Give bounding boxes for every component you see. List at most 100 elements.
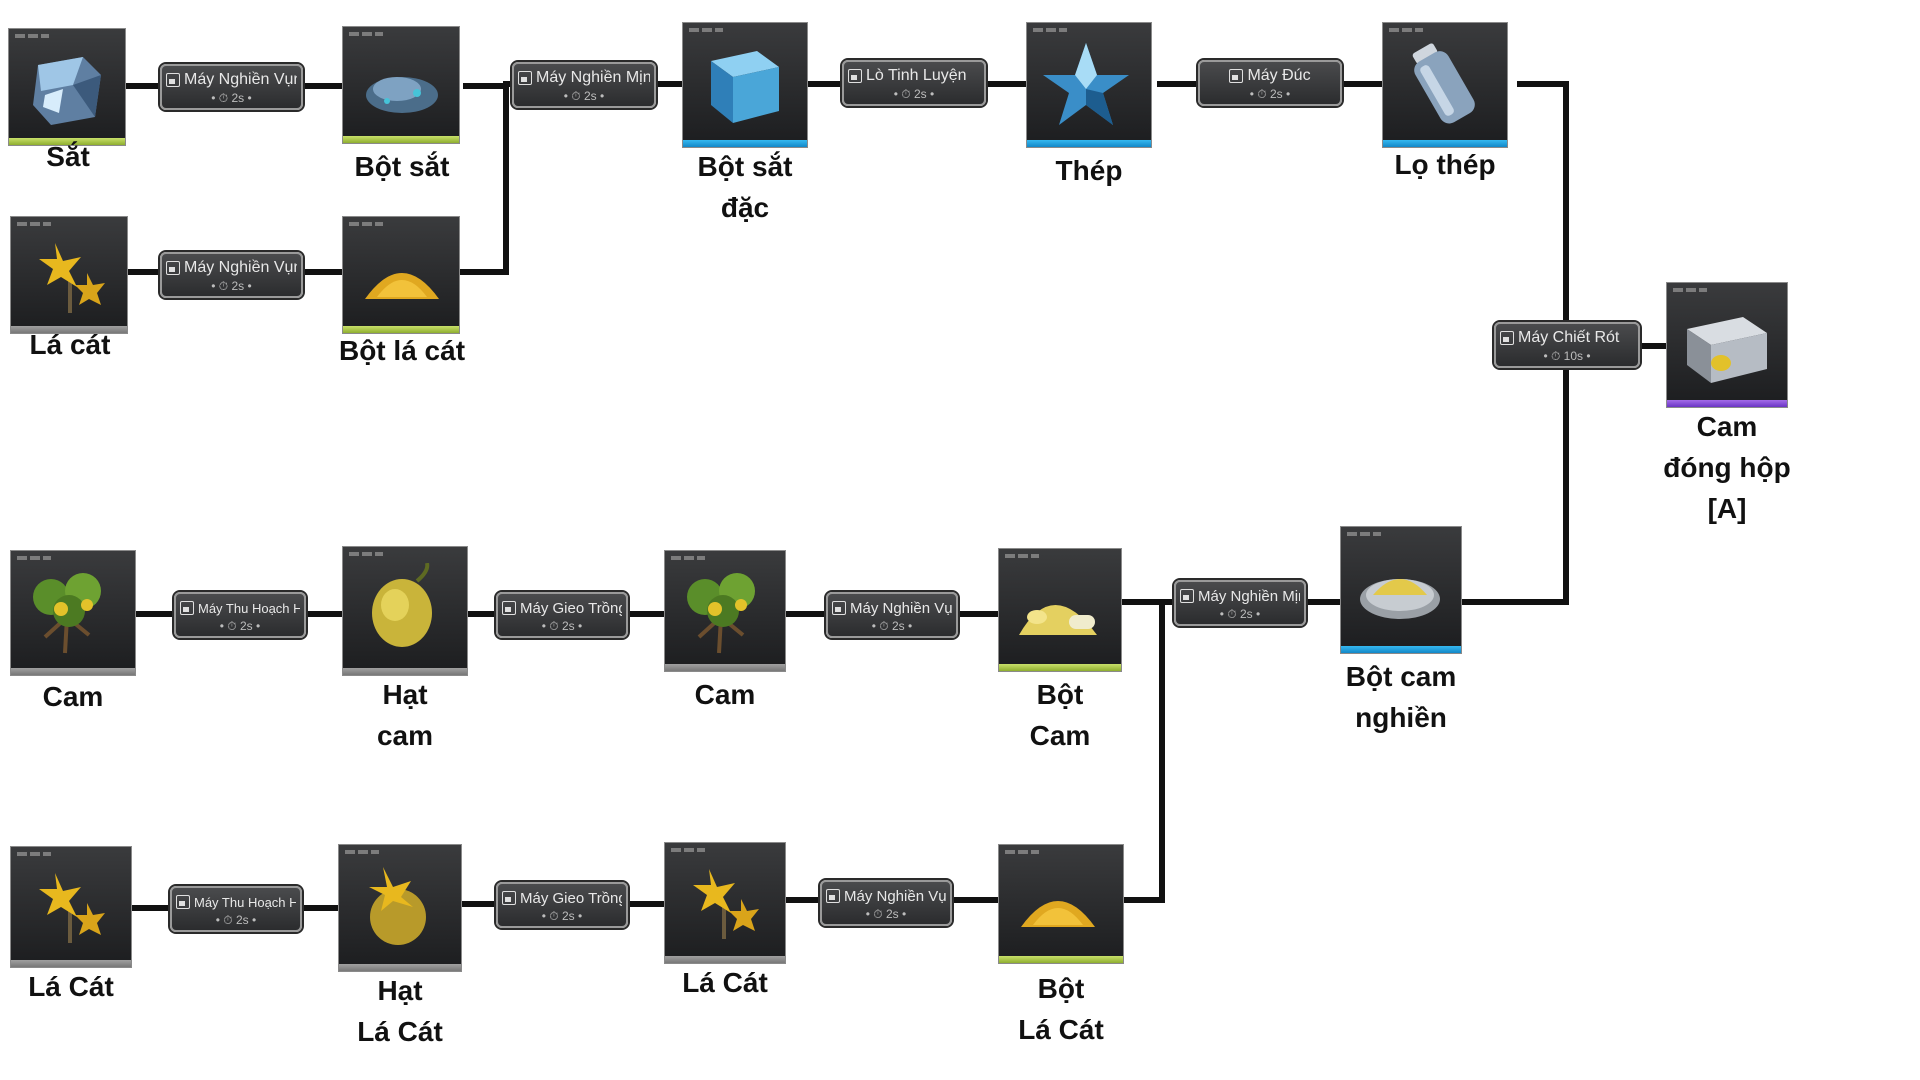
item-label: Sắt xyxy=(46,141,90,172)
item-label: Cam xyxy=(694,679,756,710)
machine-time: • ⏱ 2s • xyxy=(541,909,583,923)
item-label: Bột cam nghiền xyxy=(1345,661,1457,733)
item-tile xyxy=(998,844,1124,964)
machine-name: Lò Tinh Luyện xyxy=(866,67,967,84)
item-la-cat-bottom-2[interactable]: Lá Cát xyxy=(664,842,786,998)
furnace-icon xyxy=(848,69,862,83)
item-tile xyxy=(1340,526,1462,654)
item-cam[interactable]: Cam xyxy=(10,550,136,712)
item-label: Bột sắt xyxy=(354,151,450,182)
item-label: Hạt cam xyxy=(376,679,434,751)
orange-plant-icon xyxy=(687,573,755,654)
machine-crusher[interactable]: Máy Nghiền Vụn • ⏱ 2s • xyxy=(820,880,952,926)
item-sat[interactable]: Sắt xyxy=(8,28,128,172)
machine-name: Máy Nghiền Mịn xyxy=(1198,587,1300,605)
item-tile xyxy=(342,26,460,144)
planter-icon xyxy=(502,601,516,615)
harvester-icon xyxy=(176,895,190,909)
item-bot-sat-dac[interactable]: Bột sắt đặc xyxy=(682,22,808,223)
machine-time: • ⏱ 2s • xyxy=(215,913,257,927)
grinder-icon xyxy=(518,71,532,85)
steel-crystal-icon xyxy=(1043,43,1129,125)
item-label: Cam xyxy=(42,681,104,712)
canned-orange-icon xyxy=(1687,317,1767,383)
item-hat-cam[interactable]: Hạt cam xyxy=(342,546,468,751)
machine-name: Máy Thu Hoạch Hạt xyxy=(194,894,296,910)
item-label: Bột Lá Cát xyxy=(1018,973,1104,1045)
machine-name: Máy Chiết Rót xyxy=(1518,329,1620,346)
item-label: Lá Cát xyxy=(682,967,768,998)
item-label: Lá Cát xyxy=(28,971,114,1002)
machine-time: • ⏱ 2s • xyxy=(211,91,252,105)
machine-time: • ⏱ 2s • xyxy=(1219,607,1261,621)
item-tile xyxy=(10,846,132,968)
item-tile xyxy=(338,844,462,972)
machine-time: • ⏱ 2s • xyxy=(893,87,935,101)
item-tile xyxy=(342,546,468,676)
machine-grinder[interactable]: Máy Nghiền Mịn • ⏱ 2s • xyxy=(512,62,656,108)
item-label: Hạt Lá Cát xyxy=(357,975,443,1047)
crusher-icon xyxy=(832,601,846,615)
item-label: Thép xyxy=(1055,155,1123,186)
machine-name: Máy Thu Hoạch Hạt xyxy=(198,600,300,616)
machine-name: Máy Gieo Trồng xyxy=(520,599,622,617)
item-label: Cam đóng hộp [A] xyxy=(1663,411,1791,524)
item-la-cat[interactable]: Lá cát xyxy=(10,216,130,360)
machine-seed-harvester[interactable]: Máy Thu Hoạch Hạt • ⏱ 2s • xyxy=(170,886,302,932)
connector xyxy=(1517,81,1569,603)
machine-time: • ⏱ 10s • xyxy=(1543,349,1591,363)
item-tile xyxy=(342,216,460,334)
filler-icon xyxy=(1500,331,1514,345)
item-bot-cam-nghien[interactable]: Bột cam nghiền xyxy=(1340,526,1462,733)
item-label: Bột sắt đặc xyxy=(697,151,793,223)
item-tile xyxy=(10,216,128,334)
item-tile xyxy=(998,548,1122,672)
orange-powder-icon xyxy=(1019,605,1097,635)
item-lo-thep[interactable]: Lọ thép xyxy=(1382,22,1508,180)
machine-furnace[interactable]: Lò Tinh Luyện • ⏱ 2s • xyxy=(842,60,986,106)
item-bot-sat[interactable]: Bột sắt xyxy=(342,26,462,182)
item-bot-cam[interactable]: Bột Cam xyxy=(998,548,1122,751)
machine-mold[interactable]: Máy Đúc • ⏱ 2s • xyxy=(1198,60,1342,106)
harvester-icon xyxy=(180,601,194,615)
orange-seed-icon xyxy=(372,563,432,647)
item-cam-2[interactable]: Cam xyxy=(664,550,786,710)
mold-icon xyxy=(1229,69,1244,83)
item-bot-la-cat-bottom[interactable]: Bột Lá Cát xyxy=(998,844,1124,1045)
item-tile xyxy=(10,550,136,676)
item-tile xyxy=(1666,282,1788,408)
machine-crusher[interactable]: Máy Nghiền Vụn • ⏱ 2s • xyxy=(160,64,303,110)
item-hat-la-cat[interactable]: Hạt Lá Cát xyxy=(338,844,462,1047)
machine-name: Máy Nghiền Vụn xyxy=(184,71,297,88)
machine-planter[interactable]: Máy Gieo Trồng • ⏱ 2s • xyxy=(496,592,628,638)
sandleaf-plant-icon xyxy=(39,243,105,313)
item-bot-la-cat[interactable]: Bột lá cát xyxy=(339,216,465,366)
machine-filler[interactable]: Máy Chiết Rót • ⏱ 10s • xyxy=(1494,322,1640,368)
item-label: Bột lá cát xyxy=(338,335,466,366)
machine-time: • ⏱ 2s • xyxy=(219,619,261,633)
item-label: Lá cát xyxy=(29,329,111,360)
steel-bottle-icon xyxy=(1412,43,1475,124)
machine-crusher[interactable]: Máy Nghiền Vụn • ⏱ 2s • xyxy=(826,592,958,638)
item-cam-dong-hop[interactable]: Cam đóng hộp [A] xyxy=(1663,282,1791,524)
iron-ore-icon xyxy=(33,57,101,125)
machine-planter[interactable]: Máy Gieo Trồng • ⏱ 2s • xyxy=(496,882,628,928)
item-thep[interactable]: Thép xyxy=(1026,22,1152,186)
machine-time: • ⏱ 2s • xyxy=(541,619,583,633)
machine-name: Máy Nghiền Vụn xyxy=(850,599,952,617)
dense-iron-cube-icon xyxy=(711,51,779,123)
iron-powder-icon xyxy=(366,77,438,113)
machine-name: Máy Nghiền Mịn xyxy=(536,69,650,86)
grinder-icon xyxy=(1180,589,1194,603)
machine-name: Máy Đúc xyxy=(1247,67,1311,84)
machine-seed-harvester[interactable]: Máy Thu Hoạch Hạt • ⏱ 2s • xyxy=(174,592,306,638)
crusher-icon xyxy=(166,261,180,275)
sandleaf-seed-icon xyxy=(369,867,426,945)
item-la-cat-bottom[interactable]: Lá Cát xyxy=(10,846,132,1002)
machine-name: Máy Nghiền Vụn xyxy=(844,887,946,905)
item-tile xyxy=(682,22,808,148)
machine-grinder[interactable]: Máy Nghiền Mịn • ⏱ 2s • xyxy=(1174,580,1306,626)
machine-crusher[interactable]: Máy Nghiền Vụn • ⏱ 2s • xyxy=(160,252,303,298)
